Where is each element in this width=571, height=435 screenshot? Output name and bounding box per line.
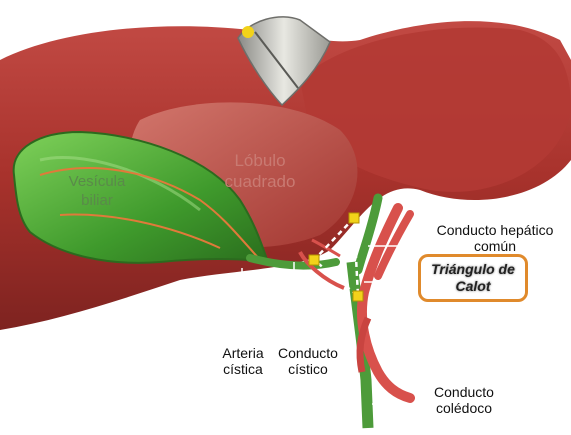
calot-label-line2: Calot xyxy=(456,278,491,295)
lobe-label-line1: Lóbulo xyxy=(210,150,310,171)
cystic-duct-label: Conducto cístico xyxy=(268,345,348,377)
common-bile-duct-label-line2: colédoco xyxy=(424,400,504,416)
lobe-label: Lóbulo cuadrado xyxy=(210,150,310,192)
calot-label-line1: Triángulo de xyxy=(431,261,515,278)
common-bile-duct-label-line1: Conducto xyxy=(424,384,504,400)
calot-triangle-label-box: Triángulo de Calot xyxy=(418,254,528,302)
gallbladder-label-line2: biliar xyxy=(52,191,142,210)
cystic-artery-label-line1: Arteria xyxy=(212,345,274,361)
hepatic-duct-label: Conducto hepático común xyxy=(420,222,570,254)
hepatic-duct-label-line2: común xyxy=(420,238,570,254)
cystic-artery-label: Arteria cística xyxy=(212,345,274,377)
cystic-artery-label-line2: cística xyxy=(212,361,274,377)
gallbladder-label: Vesícula biliar xyxy=(52,172,142,210)
hepatic-duct-label-line1: Conducto hepático xyxy=(420,222,570,238)
cystic-duct-label-line2: cístico xyxy=(268,361,348,377)
gallbladder-label-line1: Vesícula xyxy=(52,172,142,191)
cystic-duct-label-line1: Conducto xyxy=(268,345,348,361)
common-bile-duct-label: Conducto colédoco xyxy=(424,384,504,416)
lobe-label-line2: cuadrado xyxy=(210,171,310,192)
